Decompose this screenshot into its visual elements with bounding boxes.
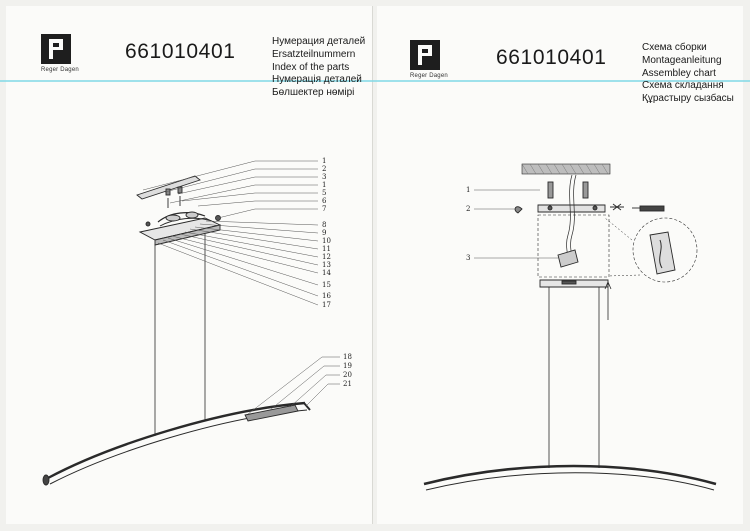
part-label: 21 [343, 380, 352, 388]
heading-line: Нумерація деталей [272, 74, 362, 86]
part-label: 17 [322, 301, 331, 309]
part-label: 5 [322, 189, 326, 197]
part-label: 3 [322, 173, 326, 181]
heading-line: Бөлшектер нөмірі [272, 87, 355, 99]
part-label: 7 [322, 205, 326, 213]
part-label: 15 [322, 281, 331, 289]
part-label: 11 [322, 245, 331, 253]
part-label: 18 [343, 353, 352, 361]
brand-logo: Reger Dagen [41, 34, 79, 73]
step-label: 2 [466, 205, 470, 213]
heading-line: Assembley chart [642, 67, 716, 79]
part-label: 20 [343, 371, 352, 379]
assembly-diagram [423, 163, 717, 491]
part-label-list: 1 2 3 1 5 6 7 8 9 10 11 12 13 14 15 16 1… [322, 157, 352, 388]
step-label-list: 1 2 3 [466, 186, 470, 262]
heading-line: Схема складання [642, 80, 724, 92]
article-number: 661010401 [496, 46, 607, 69]
brand-logo: Reger Dagen [410, 40, 448, 79]
part-label: 2 [322, 165, 326, 173]
part-label: 10 [322, 237, 331, 245]
heading-line: Құрастыру сызбасы [642, 93, 734, 105]
step-label: 3 [466, 254, 470, 262]
part-label: 9 [322, 229, 326, 237]
part-label: 12 [322, 253, 331, 261]
part-label: 1 [322, 181, 326, 189]
heading-block: Схема сборки Montageanleitung Assembley … [642, 42, 734, 106]
heading-line: Index of the parts [272, 61, 350, 73]
part-label: 1 [322, 157, 326, 165]
part-label: 6 [322, 197, 327, 205]
part-label: 14 [322, 269, 331, 277]
part-label: 13 [322, 261, 331, 269]
brand-name: Reger Dagen [41, 67, 79, 73]
article-number: 661010401 [125, 40, 236, 63]
brand-mark-icon [41, 34, 71, 64]
heading-line: Нумерация деталей [272, 36, 366, 47]
part-label: 19 [343, 362, 352, 370]
scan-artifact-line [0, 80, 750, 82]
heading-line: Ersatzteilnummern [272, 48, 356, 60]
part-label: 8 [322, 221, 326, 229]
brand-name: Reger Dagen [410, 73, 448, 79]
left-page [6, 6, 373, 524]
step-label: 1 [466, 186, 470, 194]
brand-mark-icon [410, 40, 440, 70]
right-page [377, 6, 743, 524]
heading-block: Нумерация деталей Ersatzteilnummern Inde… [272, 36, 365, 100]
heading-line: Montageanleitung [642, 54, 722, 66]
part-label: 16 [322, 292, 331, 300]
heading-line: Схема сборки [642, 42, 707, 53]
